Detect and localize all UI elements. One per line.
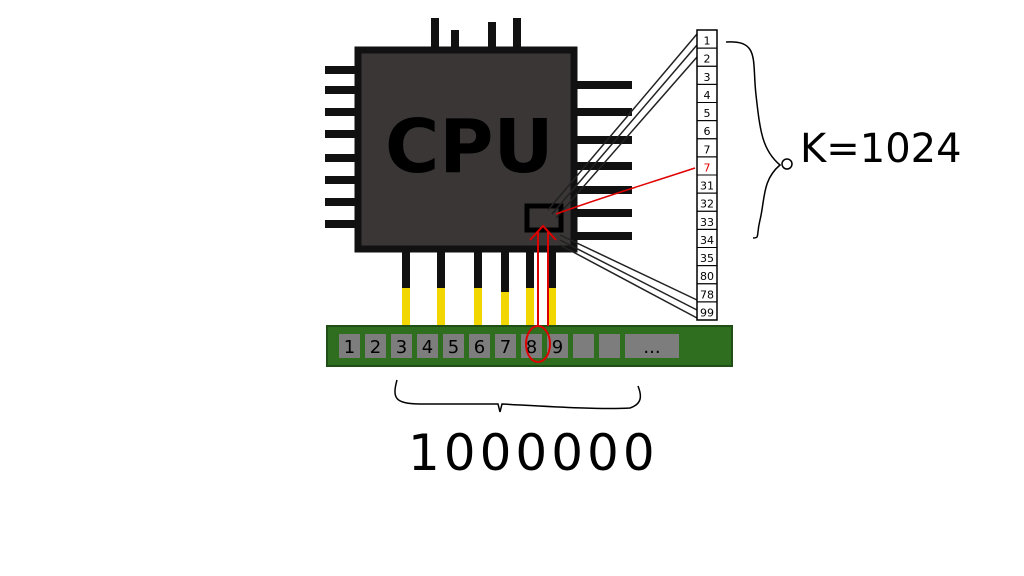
memory-cell-label: 4 (422, 337, 433, 358)
memory-cell-label: 5 (448, 337, 459, 358)
memory-cell-label: 7 (500, 337, 511, 358)
cache-row-label: 78 (700, 288, 714, 301)
memory-cell (597, 332, 622, 360)
cache-connector-lines (547, 33, 698, 319)
cache-row-label: 33 (700, 216, 714, 229)
memory-cell (571, 332, 596, 360)
cache-write-arrow (555, 167, 696, 215)
cache-row-label: 32 (700, 198, 714, 211)
cache-row-label: 99 (700, 306, 714, 319)
memory-cell-label: 1 (344, 337, 355, 358)
cache-row-label: 5 (704, 107, 711, 120)
cache-row-label: 2 (704, 53, 711, 66)
cache-row-label: 7 (704, 143, 711, 156)
cache-size-brace (725, 41, 782, 239)
memory-cell-label: 9 (552, 337, 563, 358)
cache-row-label: 34 (700, 234, 714, 247)
cache-row-label: 1 (704, 35, 711, 48)
cache-row-label: 31 (700, 180, 714, 193)
memory-cell (623, 332, 681, 360)
memory-cell (545, 332, 570, 360)
memory-cell-label: 3 (396, 337, 407, 358)
cache-brace-tip (781, 158, 793, 170)
memory-cell-label: 2 (370, 337, 381, 358)
memory-size-brace (394, 379, 642, 413)
cpu-left-pins (325, 66, 360, 228)
cpu-label: CPU (385, 104, 554, 190)
memory-cell (389, 332, 414, 360)
memory-cell (467, 332, 492, 360)
memory-cell-label: ... (643, 337, 660, 358)
fetch-arrow (529, 224, 557, 326)
cache-row-label: 80 (700, 270, 714, 283)
cache-row-label: 35 (700, 252, 714, 265)
memory-cell (337, 332, 362, 360)
cache-row-highlight-label: 7 (704, 161, 711, 174)
cache-row-label: 6 (704, 125, 711, 138)
memory-size-label: 1000000 (408, 424, 659, 482)
cpu-right-pins (575, 81, 632, 240)
cache-size-label: K=1024 (800, 126, 962, 172)
cache-row-label: 4 (704, 89, 711, 102)
cpu-bottom-pins (402, 250, 556, 326)
memory-cell-label: 6 (474, 337, 485, 358)
memory-cell (441, 332, 466, 360)
memory-cell-label: 8 (526, 337, 537, 358)
cache-row-label: 3 (704, 71, 711, 84)
memory-cell (415, 332, 440, 360)
memory-cell (363, 332, 388, 360)
memory-cell (493, 332, 518, 360)
cache-row (696, 301, 718, 321)
